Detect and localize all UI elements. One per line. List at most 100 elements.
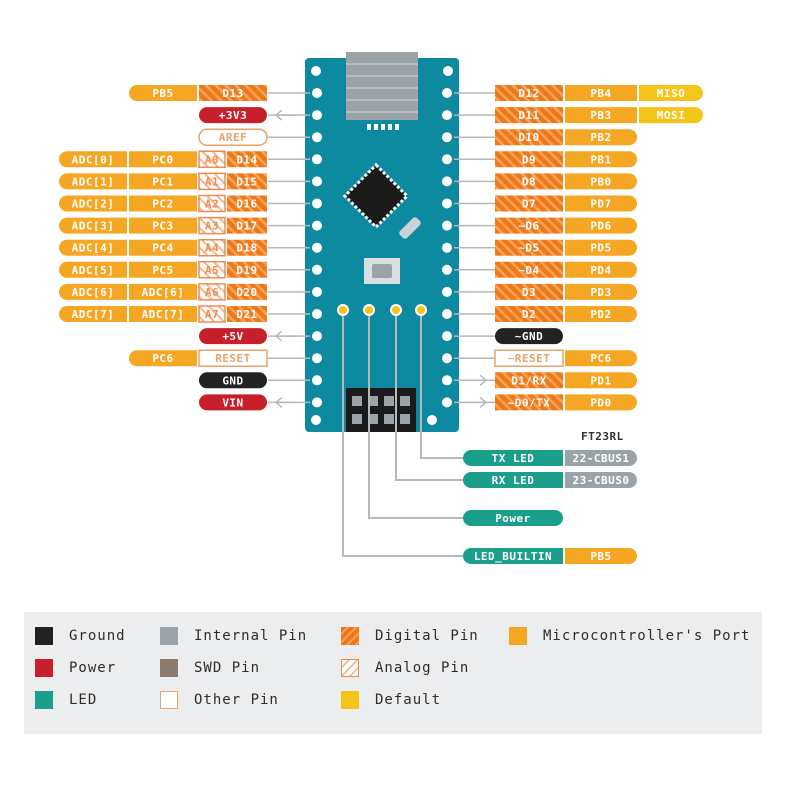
- pin-label: ADC[2]: [59, 195, 127, 212]
- pin-label-text: ~RESET: [508, 352, 551, 365]
- pin-label: PC4: [129, 239, 197, 256]
- pin-label-text: ADC[4]: [72, 242, 115, 255]
- pin-label: LED_BUILTIN: [463, 548, 563, 564]
- pin-label-text: PB3: [590, 109, 611, 122]
- pin-label: D2: [495, 306, 563, 322]
- legend-label: Analog Pin: [375, 660, 470, 676]
- pin-label-text: D19: [236, 264, 257, 277]
- pin-label: D11: [495, 107, 563, 124]
- pin-label-text: PB4: [590, 87, 611, 100]
- pin-label: D14: [227, 151, 267, 168]
- legend-swatch-icon: [35, 659, 53, 677]
- pin-label: PC3: [129, 217, 197, 234]
- pin-hole-icon: [442, 176, 452, 187]
- pin-hole-icon: [442, 132, 452, 143]
- pin-hole-icon: [312, 154, 322, 165]
- pin-hole-icon: [442, 220, 452, 231]
- mount-hole-icon: [311, 415, 321, 425]
- legend-swatch-icon: [160, 627, 178, 645]
- pin-label: TX LED: [463, 450, 563, 466]
- pin-label-text: D7: [522, 198, 536, 211]
- legend-swatch-icon: [35, 627, 53, 645]
- pin-label-text: AREF: [219, 131, 248, 144]
- pin-label: A4: [198, 238, 226, 257]
- pin-hole-icon: [312, 88, 322, 98]
- pin-label: +3V3: [199, 107, 267, 124]
- pin-label-text: PC6: [152, 352, 173, 365]
- leader-line-power: [368, 310, 463, 519]
- pin-label-text: MISO: [657, 87, 686, 100]
- board-leds: [337, 304, 427, 316]
- leader-line-rx: [395, 310, 463, 481]
- pin-label-text: PD7: [590, 198, 611, 211]
- pin-label: D16: [227, 195, 267, 212]
- pin-label-text: D15: [236, 175, 257, 188]
- tx-led-icon: [415, 304, 427, 316]
- pin-label-text: PD5: [590, 242, 611, 255]
- pin-label-text: D10: [518, 131, 539, 144]
- pin-label: PD5: [565, 239, 637, 256]
- legend-label: LED: [69, 692, 98, 708]
- pin-label-text: +3V3: [219, 109, 248, 122]
- legend-item: Power: [35, 658, 116, 678]
- pin-label: ~D0/TX: [495, 394, 563, 411]
- pin-hole-icon: [312, 286, 322, 297]
- pin-label: A1: [198, 172, 226, 191]
- pin-label: D7: [495, 195, 563, 212]
- pin-label-text: ADC[6]: [142, 286, 185, 299]
- pin-label-text: PC4: [152, 242, 173, 255]
- pin-label-text: D1/RX: [511, 374, 547, 387]
- pin-label: PD3: [565, 283, 637, 300]
- pin-label-text: ADC[7]: [72, 308, 115, 321]
- pin-label-text: PD1: [590, 374, 611, 387]
- usb-pads: [367, 124, 399, 130]
- arrow-icon: [274, 330, 296, 342]
- pin-hole-icon: [442, 264, 452, 275]
- pin-label: 22-CBUS1: [565, 450, 637, 466]
- pin-label: ADC[7]: [129, 306, 197, 322]
- pin-label-text: D11: [518, 109, 539, 122]
- legend-label: Digital Pin: [375, 628, 479, 644]
- legend-label: SWD Pin: [194, 660, 261, 676]
- pin-label-text: A0: [205, 153, 219, 166]
- pin-label-text: PC5: [152, 264, 173, 277]
- legend-item: Microcontroller's Port: [509, 626, 750, 646]
- pin-label-text: A3: [205, 220, 219, 233]
- pin-label-text: ~D4: [518, 264, 539, 277]
- left-pin-row: AREF: [198, 128, 310, 146]
- pin-hole-icon: [442, 88, 452, 98]
- pin-hole-icon: [312, 242, 322, 253]
- legend-swatch-icon: [35, 691, 53, 709]
- left-pin-row: VIN: [199, 394, 310, 411]
- pin-label: PD7: [565, 195, 637, 212]
- pin-label: A5: [198, 261, 226, 279]
- pin-label: D19: [227, 261, 267, 278]
- pin-label-text: ~D0/TX: [508, 396, 551, 409]
- pin-hole-icon: [312, 353, 322, 364]
- pin-label-text: PB2: [590, 131, 611, 144]
- pin-label-text: 23-CBUS0: [573, 474, 630, 487]
- crystal-component: [399, 217, 421, 239]
- arrow-icon: [466, 396, 488, 408]
- legend-item: Other Pin: [160, 690, 279, 710]
- arduino-nano-board: [305, 52, 459, 432]
- pin-label-text: PC0: [152, 153, 173, 166]
- pin-label: Power: [463, 510, 563, 526]
- pin-label: A0: [198, 150, 226, 169]
- pin-label-text: PD4: [590, 264, 611, 277]
- pin-label-text: A4: [205, 242, 219, 255]
- pin-label: PB5: [129, 85, 197, 101]
- pin-label: GND: [199, 372, 267, 389]
- pin-hole-icon: [442, 309, 452, 319]
- legend-item: Default: [341, 690, 441, 710]
- pin-hole-icon: [312, 264, 322, 275]
